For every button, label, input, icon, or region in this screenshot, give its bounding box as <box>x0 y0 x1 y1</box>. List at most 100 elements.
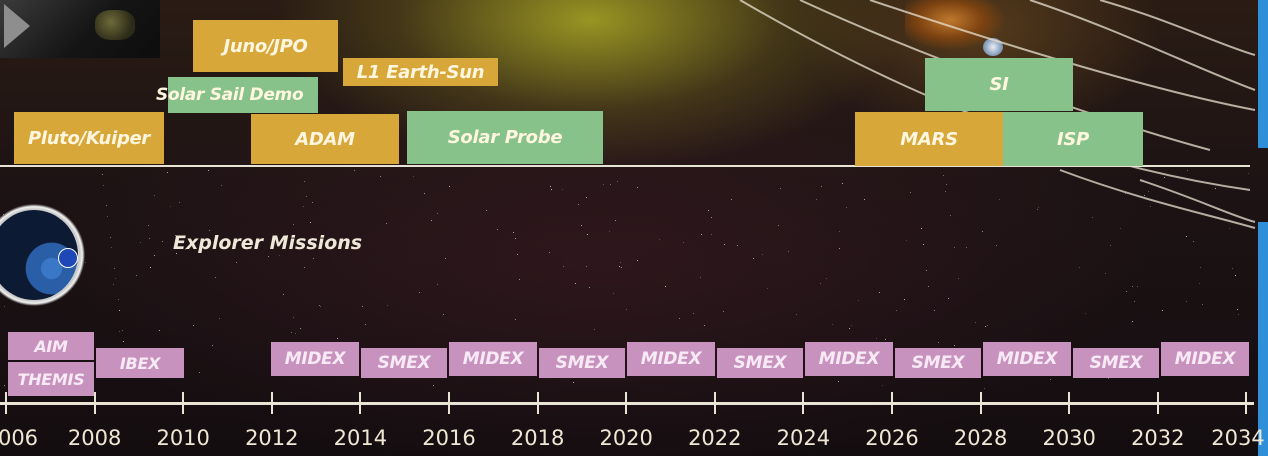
mission-solar-probe: Solar Probe <box>407 111 603 164</box>
star <box>849 328 850 329</box>
star <box>115 278 116 279</box>
star <box>193 325 194 326</box>
star <box>617 181 618 182</box>
year-label: 2014 <box>333 426 388 450</box>
star <box>619 266 620 267</box>
star <box>167 172 168 173</box>
star <box>846 207 847 208</box>
star <box>780 188 781 189</box>
star <box>431 220 432 221</box>
star <box>1092 217 1093 218</box>
star <box>170 206 171 207</box>
mission-label: MARS <box>900 128 958 150</box>
star <box>637 187 638 188</box>
star <box>1132 286 1133 287</box>
star <box>826 278 827 279</box>
year-label: 2016 <box>422 426 476 450</box>
star <box>563 266 564 267</box>
star <box>637 260 638 261</box>
star <box>362 306 363 307</box>
star <box>762 254 763 255</box>
star <box>221 185 222 186</box>
star <box>594 329 595 330</box>
axis-tick <box>536 392 539 414</box>
year-label: 2022 <box>688 426 742 450</box>
star <box>665 286 666 287</box>
star <box>300 328 301 329</box>
star <box>1137 286 1138 287</box>
star <box>209 230 210 231</box>
star <box>136 275 137 276</box>
star <box>219 318 220 319</box>
star <box>708 210 709 211</box>
star <box>4 385 5 386</box>
star <box>1079 267 1080 268</box>
star <box>946 184 947 185</box>
star <box>659 239 660 240</box>
star <box>303 206 304 207</box>
star <box>110 237 111 238</box>
star <box>123 341 124 342</box>
star <box>999 199 1000 200</box>
top-row-baseline <box>0 165 1250 167</box>
star <box>515 238 516 239</box>
star <box>1215 188 1216 189</box>
star <box>928 286 929 287</box>
star <box>1202 304 1203 305</box>
star <box>938 342 939 343</box>
star <box>864 199 865 200</box>
star <box>839 248 840 249</box>
star <box>304 267 305 268</box>
year-label: 2028 <box>953 426 1008 450</box>
star <box>424 193 425 194</box>
star <box>882 385 883 386</box>
star <box>107 216 108 217</box>
star <box>215 277 216 278</box>
star <box>236 262 237 263</box>
mission-smex: SMEX <box>1073 348 1159 378</box>
mission-label: THEMIS <box>17 369 85 389</box>
star <box>102 174 103 175</box>
star <box>1050 379 1051 380</box>
star <box>610 184 611 185</box>
star <box>910 192 911 193</box>
axis-tick <box>93 392 96 414</box>
star <box>551 189 552 190</box>
star <box>996 245 997 246</box>
star <box>885 339 886 340</box>
star <box>519 279 520 280</box>
star <box>906 240 907 241</box>
mission-label: SMEX <box>377 353 431 373</box>
mission-label: MIDEX <box>462 349 524 369</box>
star <box>876 338 877 339</box>
mission-midex: MIDEX <box>1161 342 1249 376</box>
mission-label: MIDEX <box>996 349 1058 369</box>
star <box>1126 291 1127 292</box>
star <box>365 324 366 325</box>
star <box>879 292 880 293</box>
star <box>796 314 797 315</box>
star <box>150 267 151 268</box>
star <box>140 242 141 243</box>
star <box>923 244 924 245</box>
star <box>162 241 163 242</box>
star <box>268 256 269 257</box>
star <box>159 330 160 331</box>
star <box>985 326 986 327</box>
mission-adam: ADAM <box>251 114 399 164</box>
star <box>550 186 551 187</box>
mission-label: MIDEX <box>1174 349 1236 369</box>
axis-tick <box>713 392 716 414</box>
star <box>154 255 155 256</box>
star <box>954 345 955 346</box>
year-label: 2010 <box>156 426 210 450</box>
star <box>1164 177 1165 178</box>
axis-tick <box>625 392 628 414</box>
star <box>185 249 186 250</box>
star <box>212 345 213 346</box>
star <box>858 300 859 301</box>
star <box>154 195 155 196</box>
star <box>419 292 420 293</box>
star <box>149 238 150 239</box>
